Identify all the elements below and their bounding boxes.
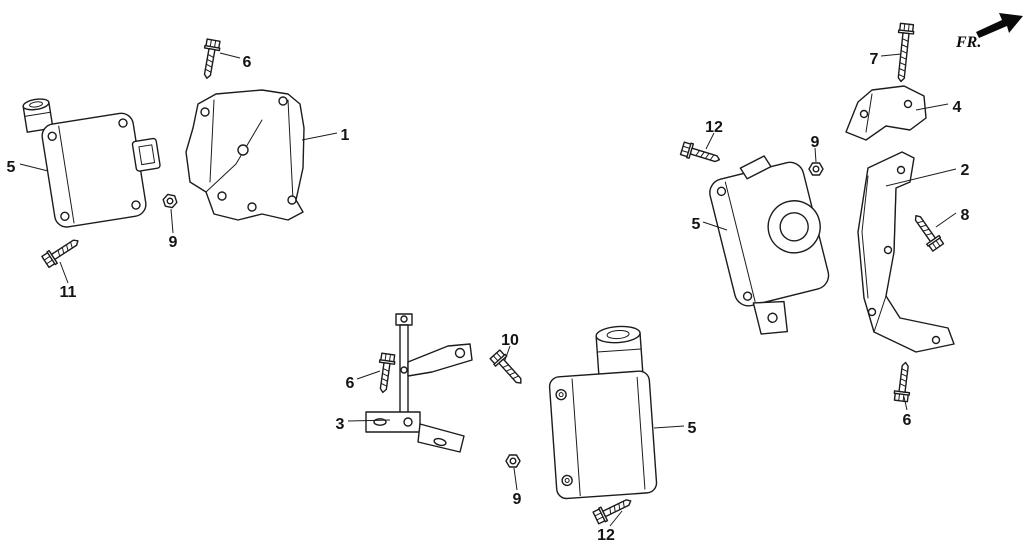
callout-bracket-3: 3 xyxy=(336,416,345,433)
ignition-coil-left xyxy=(22,98,161,228)
bolt-8 xyxy=(909,210,946,253)
mounting-bracket-1 xyxy=(185,89,305,221)
callout-bracket-4: 4 xyxy=(953,99,962,116)
mounting-bracket-4 xyxy=(845,85,927,141)
bolt-10 xyxy=(488,348,528,389)
callout-coil-5-right: 5 xyxy=(692,216,701,233)
fr-direction-indicator: FR. xyxy=(955,13,1023,51)
bolt-11 xyxy=(40,233,83,269)
leader-lines xyxy=(19,52,957,527)
fr-label: FR. xyxy=(955,34,981,51)
callout-bracket-2: 2 xyxy=(961,162,970,179)
callout-nut-9-center: 9 xyxy=(513,491,522,508)
nut-9-right xyxy=(808,162,824,176)
bolt-6-right xyxy=(892,360,914,403)
bolt-6-top-left xyxy=(198,38,222,81)
nut-9-center xyxy=(505,454,521,468)
fr-arrow-icon xyxy=(976,13,1023,38)
callout-bolt-12-center: 12 xyxy=(597,527,615,544)
callout-bolt-6-top-left: 6 xyxy=(243,54,252,71)
callout-bolt-6-right: 6 xyxy=(903,412,912,429)
callout-bolt-10: 10 xyxy=(501,332,519,349)
callout-coil-5-center: 5 xyxy=(688,420,697,437)
callout-nut-9-right: 9 xyxy=(811,134,820,151)
nut-9-top-left xyxy=(161,192,179,210)
bolt-12-right xyxy=(679,140,723,168)
mounting-bracket-2 xyxy=(857,151,955,353)
callout-nut-9-top-left: 9 xyxy=(169,234,178,251)
callout-bolt-11: 11 xyxy=(60,284,77,301)
callout-coil-5-top-left: 5 xyxy=(7,159,16,176)
callout-bolt-6-center: 6 xyxy=(346,375,355,392)
ignition-coil-center xyxy=(548,325,658,500)
callout-bracket-1: 1 xyxy=(341,127,350,144)
callout-bolt-7: 7 xyxy=(870,51,879,68)
bolt-12-center xyxy=(591,493,635,526)
ignition-coil-right xyxy=(709,155,830,335)
bolt-6-center xyxy=(374,352,397,395)
callout-bolt-12-right: 12 xyxy=(705,119,723,136)
mounting-bracket-3 xyxy=(365,313,473,453)
callout-bolt-8: 8 xyxy=(961,207,970,224)
bolt-7 xyxy=(892,22,916,83)
